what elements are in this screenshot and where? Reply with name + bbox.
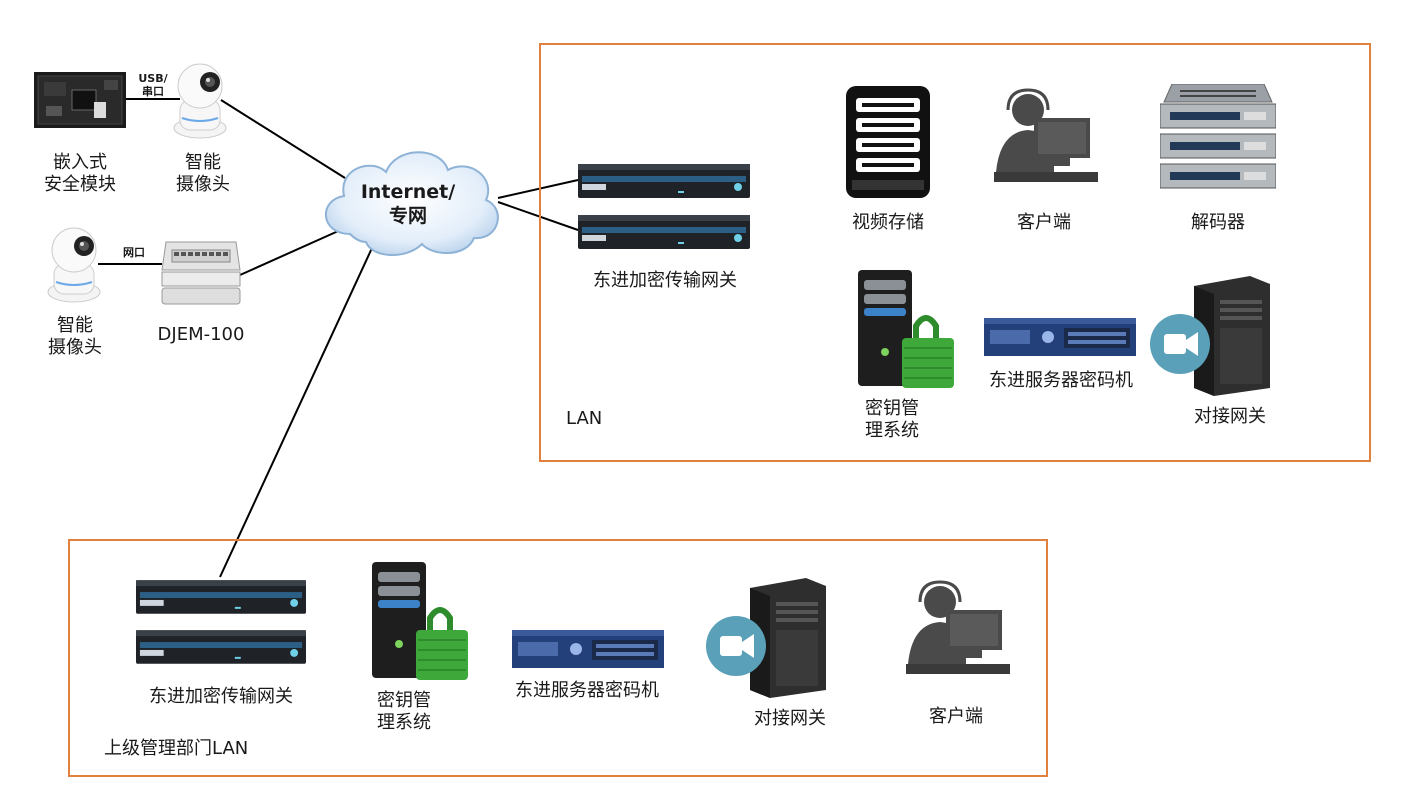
server-crypto-label: 东进服务器密码机 <box>989 370 1133 391</box>
key-management-label: 密钥管 理系统 <box>865 398 919 441</box>
interface-gateway-label: 对接网关 <box>1194 406 1266 427</box>
video-storage-label: 视频存储 <box>852 212 924 233</box>
upper-management-lan-box <box>68 539 1048 777</box>
upper-box-title: 上级管理部门LAN <box>104 738 249 759</box>
djem-device-icon <box>161 241 241 305</box>
decoder-stack-icon <box>1160 84 1276 189</box>
server-crypto-appliance-icon <box>512 630 664 668</box>
cloud-line-1: Internet/ <box>360 181 456 203</box>
upper-server-crypto-label: 东进服务器密码机 <box>515 680 659 701</box>
interface-gateway-tower-icon <box>706 578 826 698</box>
upper-key-management-label: 密钥管 理系统 <box>377 690 431 733</box>
upper-interface-gateway-label: 对接网关 <box>754 708 826 729</box>
video-storage-icon <box>846 86 930 198</box>
smart-camera-icon <box>173 63 227 139</box>
gateway-appliance-icon <box>136 630 306 664</box>
lan-box <box>539 43 1371 462</box>
smart-camera-bottom-label: 智能 摄像头 <box>48 315 102 358</box>
client-label: 客户端 <box>1017 212 1071 233</box>
cloud-title: Internet/ 专网 <box>352 180 464 228</box>
decoder-label: 解码器 <box>1191 212 1245 233</box>
embedded-module-board-icon <box>34 72 126 128</box>
upper-gateway-label: 东进加密传输网关 <box>149 686 293 707</box>
internet-cloud-icon <box>325 151 499 257</box>
upper-client-label: 客户端 <box>929 706 983 727</box>
net-port-label: 网口 <box>123 246 145 259</box>
client-user-icon <box>906 580 1010 674</box>
lan-gateway-label: 东进加密传输网关 <box>593 270 737 291</box>
gateway-appliance-icon <box>578 164 750 198</box>
key-management-server-icon <box>858 270 954 388</box>
server-crypto-appliance-icon <box>984 318 1136 356</box>
cloud-line-2: 专网 <box>388 205 427 227</box>
interface-gateway-tower-icon <box>1150 276 1270 396</box>
smart-camera-top-label: 智能 摄像头 <box>176 152 230 195</box>
client-user-icon <box>994 88 1098 182</box>
smart-camera-icon <box>47 227 101 303</box>
embedded-module-label: 嵌入式 安全模块 <box>44 152 116 195</box>
gateway-appliance-icon <box>578 215 750 249</box>
lan-box-title: LAN <box>566 408 603 429</box>
usb-serial-label: USB/ 串口 <box>138 72 168 98</box>
djem-label: DJEM-100 <box>157 324 245 345</box>
key-management-server-icon <box>372 562 468 680</box>
gateway-appliance-icon <box>136 580 306 614</box>
